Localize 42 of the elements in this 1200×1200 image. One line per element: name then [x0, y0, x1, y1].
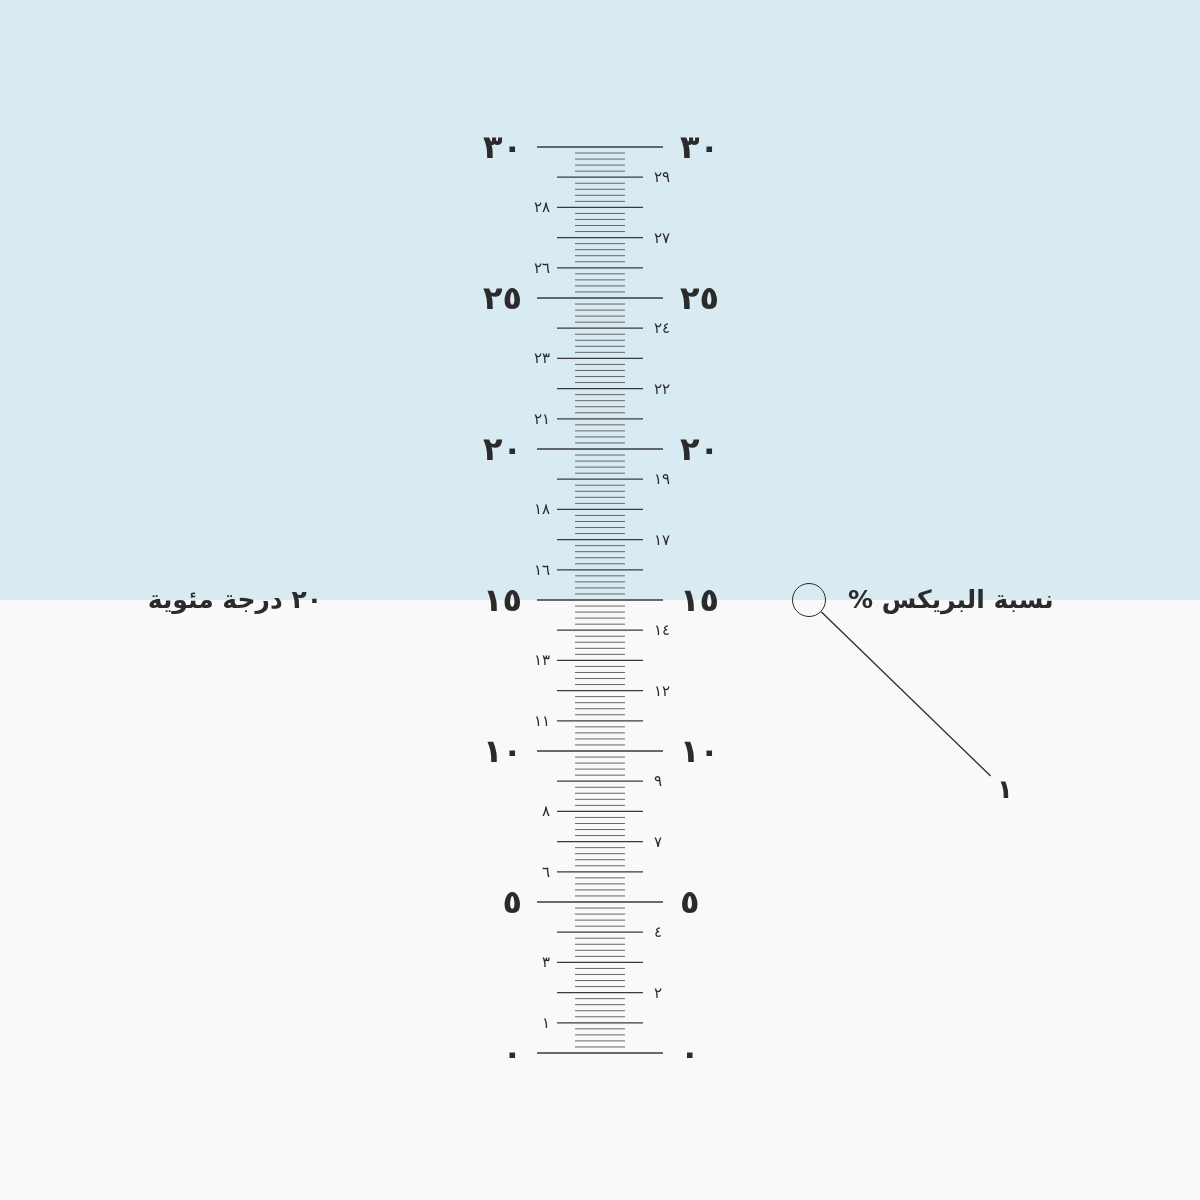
scale-number: ٦ [541, 862, 550, 881]
scale-number: ٢٠ [680, 429, 720, 469]
scale-number: ٢٠ [482, 429, 522, 469]
scale-number: ١٧ [654, 530, 671, 549]
scale-number: ٥ [680, 882, 700, 922]
scale-number: ٨ [541, 802, 550, 821]
scale-number: ٣٠ [680, 127, 720, 167]
scale-number: ١٢ [654, 681, 671, 700]
scale-caption: نسبة البريكس % [848, 585, 1054, 615]
scale-number: ٤ [654, 923, 663, 942]
scale-number: ٠ [502, 1033, 522, 1073]
scale-number: ١٠ [680, 731, 720, 771]
scale-number: ٢٨ [533, 198, 550, 217]
scale-number: ٧ [654, 832, 663, 851]
scale-number: ٣ [541, 953, 550, 972]
scale-number: ١٥ [482, 580, 522, 620]
scale-number: ٢ [654, 983, 663, 1002]
scale-number: ٢٥ [482, 278, 522, 318]
scale-number: ١٤ [654, 621, 671, 640]
scale-number: ١ [541, 1013, 550, 1032]
scale-number: ٢٦ [533, 258, 550, 277]
scale-number: ١٦ [533, 560, 550, 579]
scale-number: ١٠ [482, 731, 522, 771]
scale-number: ١٣ [533, 651, 550, 670]
scale-number: ١١ [533, 711, 550, 730]
scale-number: ٢١ [533, 409, 550, 428]
scale-number: ٩ [654, 772, 663, 791]
scale-number: ١٨ [533, 500, 550, 519]
scale-caption: ٢٠ درجة مئوية [147, 585, 322, 615]
scale-number: ١٥ [680, 580, 720, 620]
scale-number: ٠ [680, 1033, 700, 1073]
scale-number: ٢٥ [680, 278, 720, 318]
scale-number: ٥ [502, 882, 522, 922]
scale-number: ٣٠ [482, 127, 522, 167]
scale-number: ٢٢ [654, 379, 671, 398]
scale-number: ٢٤ [654, 319, 671, 338]
callout-number: ١ [997, 774, 1013, 806]
scale-number: ١٩ [654, 470, 671, 489]
scale-number: ٢٧ [654, 228, 671, 247]
scale-number: ٢٩ [654, 168, 671, 187]
scale-number: ٢٣ [533, 349, 550, 368]
leader-line [820, 611, 992, 777]
